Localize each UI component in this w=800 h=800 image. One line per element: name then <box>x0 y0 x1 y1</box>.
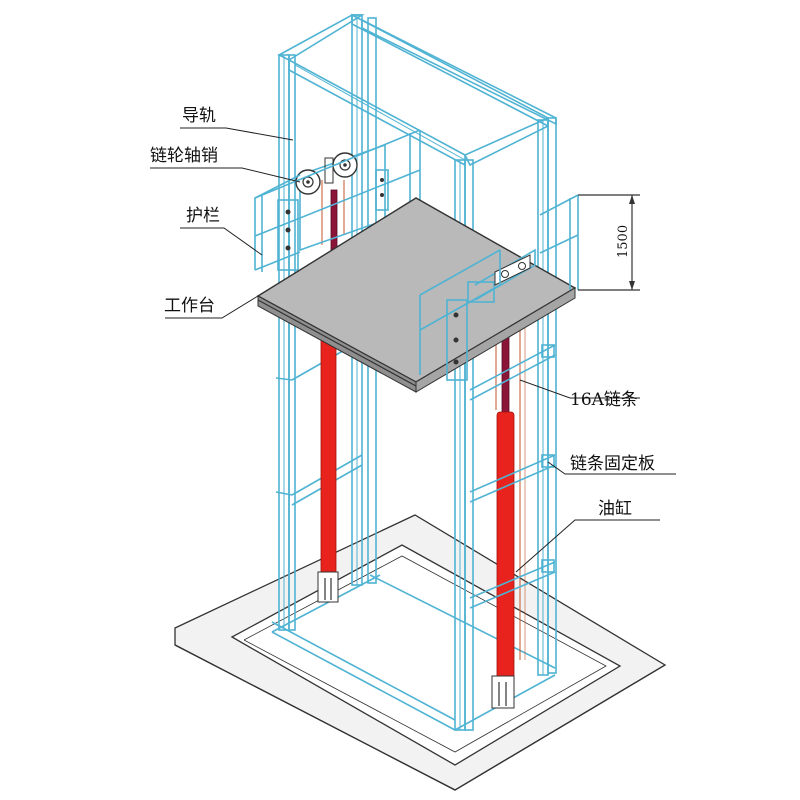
base-plate <box>174 514 667 791</box>
left-post <box>278 54 296 631</box>
platform-deck <box>256 197 577 383</box>
left-carriage <box>277 143 389 271</box>
left-cylinder-base <box>317 571 339 603</box>
label-chain-plate: 链条固定板 <box>570 454 655 474</box>
top-frame <box>277 13 557 167</box>
label-cylinder: 油缸 <box>598 498 632 519</box>
right-cylinder <box>491 284 515 709</box>
left-guardrail <box>254 129 421 272</box>
label-sprocket-pin: 链轮轴销 <box>150 146 218 166</box>
label-guide-rail: 导轨 <box>182 106 216 126</box>
leader-lines <box>150 127 676 573</box>
dimension-label: 1500 <box>616 225 631 258</box>
right-ties <box>469 344 556 609</box>
right-cylinder-base <box>491 675 515 709</box>
label-guardrail: 护栏 <box>186 206 220 226</box>
right-guardrail <box>419 194 579 375</box>
right-carriage <box>446 248 536 381</box>
platform-edge-side <box>415 287 576 393</box>
label-platform: 工作台 <box>164 296 215 316</box>
right-cylinder-body <box>496 411 515 683</box>
dimension-1500: 1500 <box>578 194 640 291</box>
label-chain: 16A链条 <box>570 390 638 410</box>
left-cylinder-body <box>320 337 337 579</box>
platform <box>256 197 577 393</box>
